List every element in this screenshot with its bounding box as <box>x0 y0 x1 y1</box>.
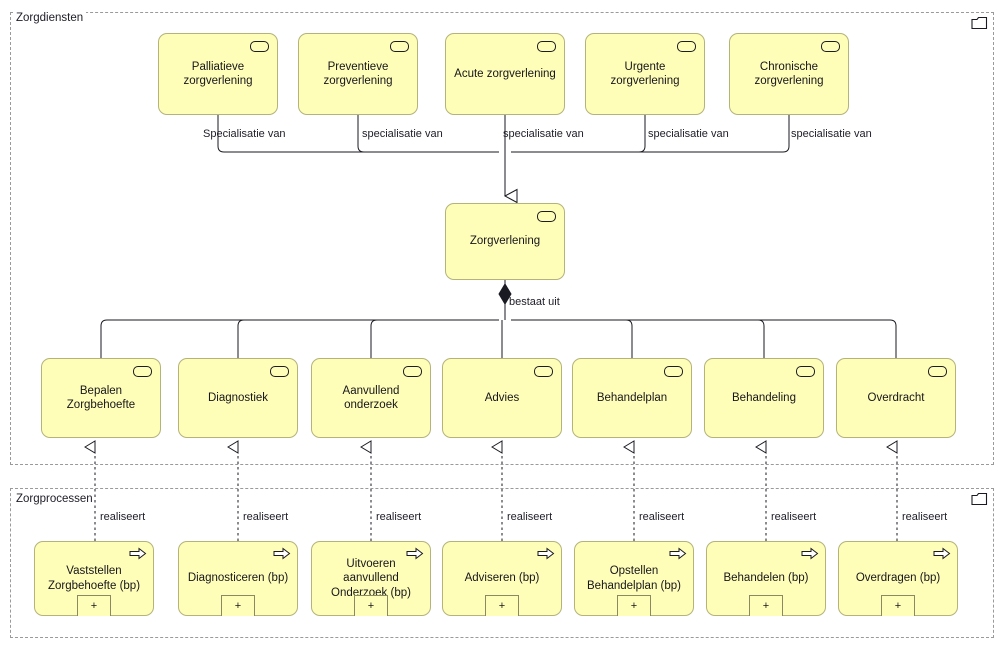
node-overdracht[interactable]: Overdracht <box>836 358 956 438</box>
service-icon <box>250 41 269 52</box>
node-label: Behandelplan <box>596 391 668 404</box>
rel-label-bestaat-uit: bestaat uit <box>509 296 560 308</box>
node-label: Behandelen (bp) <box>723 572 809 585</box>
rel-label-realiseert-6: realiseert <box>771 511 817 523</box>
node-label: Zorgverlening <box>469 235 541 248</box>
service-icon <box>796 366 815 377</box>
rel-label-realiseert-7: realiseert <box>902 511 948 523</box>
expand-button[interactable]: + <box>354 595 388 616</box>
service-icon <box>390 41 409 52</box>
node-label: Diagnostiek <box>207 391 269 404</box>
node-acute-zorgverlening[interactable]: Acute zorgverlening <box>445 33 565 115</box>
service-icon <box>537 41 556 52</box>
process-arrow-icon <box>801 547 819 560</box>
service-icon <box>821 41 840 52</box>
expand-button[interactable]: + <box>881 595 915 616</box>
node-palliatieve-zorgverlening[interactable]: Palliatieve zorgverlening <box>158 33 278 115</box>
rel-label-specialisatie-3: specialisatie van <box>503 128 584 140</box>
node-label: Behandeling <box>732 391 796 404</box>
group-zorgprocessen-label: Zorgprocessen <box>14 493 96 506</box>
rel-label-specialisatie-4: specialisatie van <box>648 128 729 140</box>
node-aanvullend-onderzoek[interactable]: Aanvullend onderzoek <box>311 358 431 438</box>
node-label: Urgente zorgverlening <box>610 60 680 88</box>
group-zorgdiensten-label: Zorgdiensten <box>14 12 87 25</box>
rel-label-specialisatie-5: specialisatie van <box>791 128 872 140</box>
node-diagnostiek[interactable]: Diagnostiek <box>178 358 298 438</box>
node-label: Preventieve zorgverlening <box>323 60 393 88</box>
expand-button[interactable]: + <box>617 595 651 616</box>
node-overdragen-bp[interactable]: Overdragen (bp) + <box>838 541 958 616</box>
service-icon <box>270 366 289 377</box>
node-preventieve-zorgverlening[interactable]: Preventieve zorgverlening <box>298 33 418 115</box>
node-label: Bepalen Zorgbehoefte <box>66 384 136 412</box>
node-opstellen-behandelplan-bp[interactable]: Opstellen Behandelplan (bp) + <box>574 541 694 616</box>
node-label: Palliatieve zorgverlening <box>183 60 253 88</box>
expand-button[interactable]: + <box>749 595 783 616</box>
rel-label-specialisatie-2: specialisatie van <box>362 128 443 140</box>
node-advies[interactable]: Advies <box>442 358 562 438</box>
rel-label-realiseert-3: realiseert <box>376 511 422 523</box>
service-icon <box>534 366 553 377</box>
service-icon <box>664 366 683 377</box>
node-label: Diagnosticeren (bp) <box>187 572 289 585</box>
process-arrow-icon <box>669 547 687 560</box>
process-arrow-icon <box>933 547 951 560</box>
node-label: Opstellen Behandelplan (bp) <box>587 565 681 592</box>
node-label: Advies <box>484 391 520 404</box>
expand-button[interactable]: + <box>485 595 519 616</box>
rel-label-specialisatie-1: Specialisatie van <box>203 128 286 140</box>
node-label: Overdracht <box>867 391 925 404</box>
folder-icon <box>971 16 988 30</box>
node-diagnosticeren-bp[interactable]: Diagnosticeren (bp) + <box>178 541 298 616</box>
node-vaststellen-zorgbehoefte-bp[interactable]: Vaststellen Zorgbehoefte (bp) + <box>34 541 154 616</box>
node-label: Vaststellen Zorgbehoefte (bp) <box>47 565 141 592</box>
service-icon <box>133 366 152 377</box>
expand-button[interactable]: + <box>77 595 111 616</box>
service-icon <box>403 366 422 377</box>
node-behandelen-bp[interactable]: Behandelen (bp) + <box>706 541 826 616</box>
process-arrow-icon <box>273 547 291 560</box>
expand-button[interactable]: + <box>221 595 255 616</box>
rel-label-realiseert-1: realiseert <box>100 511 146 523</box>
service-icon <box>677 41 696 52</box>
node-adviseren-bp[interactable]: Adviseren (bp) + <box>442 541 562 616</box>
node-label: Overdragen (bp) <box>855 572 941 585</box>
process-arrow-icon <box>129 547 147 560</box>
node-urgente-zorgverlening[interactable]: Urgente zorgverlening <box>585 33 705 115</box>
rel-label-realiseert-4: realiseert <box>507 511 553 523</box>
node-label: Uitvoeren aanvullend Onderzoek (bp) <box>331 557 411 599</box>
node-behandelplan[interactable]: Behandelplan <box>572 358 692 438</box>
node-label: Aanvullend onderzoek <box>342 384 400 412</box>
rel-label-realiseert-2: realiseert <box>243 511 289 523</box>
process-arrow-icon <box>406 547 424 560</box>
node-behandeling[interactable]: Behandeling <box>704 358 824 438</box>
service-icon <box>537 211 556 222</box>
rel-label-realiseert-5: realiseert <box>639 511 685 523</box>
node-bepalen-zorgbehoefte[interactable]: Bepalen Zorgbehoefte <box>41 358 161 438</box>
process-arrow-icon <box>537 547 555 560</box>
service-icon <box>928 366 947 377</box>
node-label: Chronische zorgverlening <box>754 60 824 88</box>
node-label: Acute zorgverlening <box>454 67 556 80</box>
node-chronische-zorgverlening[interactable]: Chronische zorgverlening <box>729 33 849 115</box>
node-label: Adviseren (bp) <box>464 572 540 585</box>
folder-icon <box>971 492 988 506</box>
node-zorgverlening[interactable]: Zorgverlening <box>445 203 565 280</box>
node-uitvoeren-aanvullend-onderzoek-bp[interactable]: Uitvoeren aanvullend Onderzoek (bp) + <box>311 541 431 616</box>
